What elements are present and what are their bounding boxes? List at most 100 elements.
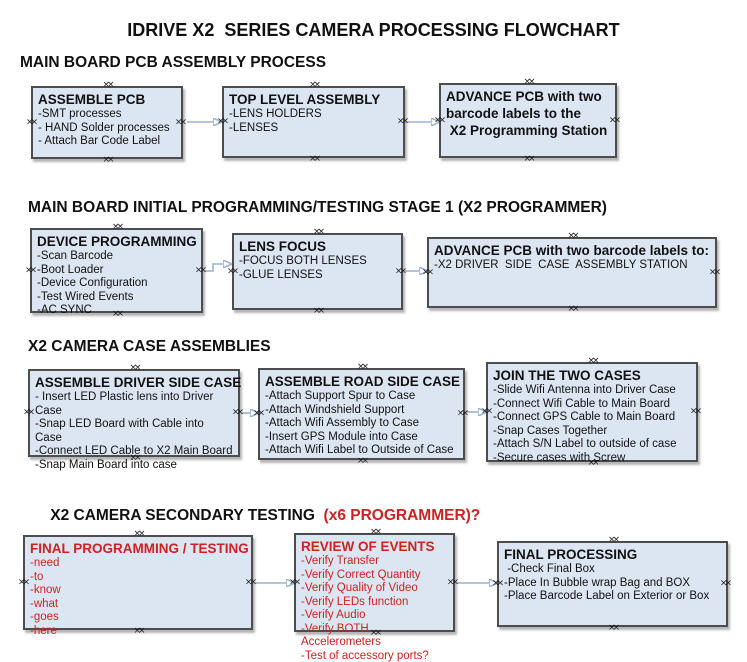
- box-title: ASSEMBLE ROAD SIDE CASE: [265, 374, 461, 389]
- box-title: REVIEW OF EVENTS: [301, 539, 435, 554]
- box-item: -Verify BOTH Accelerometers: [301, 622, 381, 649]
- box-item: -Snap LED Board with Cable into Case: [35, 418, 207, 444]
- box-item: barcode labels to the: [446, 106, 582, 121]
- connection-point-icon: [567, 305, 576, 314]
- box-item: -Boot Loader: [37, 263, 104, 276]
- box-items: - Insert LED Plastic lens into Driver Ca…: [35, 391, 233, 472]
- box-item: -X2 DRIVER SIDE CASE ASSEMBLY STATION: [434, 259, 688, 271]
- connector-arrow-3: [205, 264, 223, 272]
- box-item: -SMT processes: [38, 108, 122, 120]
- box-item: -Attach Support Spur to Case: [265, 390, 416, 402]
- connection-point-icon: [567, 232, 576, 241]
- box-title: TOP LEVEL ASSEMBLY: [229, 92, 381, 107]
- box-items: -Slide Wifi Antenna into Driver Case-Con…: [493, 384, 691, 465]
- connection-point-icon: [18, 578, 27, 587]
- connection-point-icon: [253, 410, 262, 419]
- box-item: -Verify Correct Quantity: [301, 568, 421, 581]
- box-item: -here: [30, 624, 57, 637]
- box-item: -Snap Main Board into case: [35, 458, 177, 471]
- flow-box-advance-pcb-programming-station: ADVANCE PCB with two barcode labels to t…: [439, 83, 617, 158]
- connection-point-icon: [608, 536, 617, 545]
- box-title: ASSEMBLE DRIVER SIDE CASE: [35, 375, 242, 390]
- section-heading-case-assemblies: X2 CAMERA CASE ASSEMBLIES: [28, 338, 271, 355]
- box-item: -Verify LEDs function: [301, 595, 409, 608]
- connection-point-icon: [245, 578, 254, 587]
- box-title: DEVICE PROGRAMMING: [37, 234, 197, 249]
- box-title: LENS FOCUS: [239, 239, 327, 254]
- connection-point-icon: [309, 81, 318, 90]
- connection-point-icon: [447, 578, 456, 587]
- flow-box-device-programming: DEVICE PROGRAMMING -Scan Barcode-Boot Lo…: [30, 228, 204, 316]
- box-item: -to: [30, 570, 44, 583]
- connection-point-icon: [25, 266, 34, 275]
- box-item: -know: [30, 584, 61, 596]
- connection-point-icon: [609, 116, 618, 125]
- box-item: -goes: [30, 611, 59, 623]
- box-item: - HAND Solder processes: [38, 121, 170, 134]
- box-item: -Check Final Box: [504, 563, 595, 575]
- connection-point-icon: [422, 268, 431, 277]
- box-item: -Scan Barcode: [37, 250, 114, 262]
- page-title: IDRIVE X2 SERIES CAMERA PROCESSING FLOWC…: [127, 20, 620, 40]
- box-item: -Test of accessory ports?: [301, 649, 429, 662]
- box-item: - Insert LED Plastic lens into Driver Ca…: [35, 391, 217, 417]
- box-item: -Connect Wifi Cable to Main Board: [493, 397, 671, 410]
- connection-point-icon: [102, 81, 111, 90]
- box-item: -Place In Bubble wrap Bag and BOX: [504, 576, 691, 589]
- connection-point-icon: [309, 155, 318, 164]
- connection-point-icon: [112, 223, 121, 232]
- box-title: ADVANCE PCB with two: [446, 89, 602, 104]
- connection-point-icon: [129, 364, 138, 373]
- box-items: -Check Final Box-Place In Bubble wrap Ba…: [504, 563, 721, 604]
- connection-point-icon: [227, 267, 236, 276]
- connection-point-icon: [357, 457, 366, 466]
- box-item: -Verify Transfer: [301, 555, 379, 567]
- box-items: -LENS HOLDERS-LENSES: [229, 108, 398, 135]
- section-heading-secondary-testing: X2 CAMERA SECONDARY TESTING (x6 PROGRAMM…: [33, 489, 480, 543]
- box-items: barcode labels to the X2 Programming Sta…: [446, 105, 610, 139]
- box-item: - Attach Bar Code Label: [38, 135, 161, 147]
- box-title: ADVANCE PCB with two barcode labels to:: [434, 243, 710, 258]
- box-items: -need-to-know-what-goes-here: [30, 557, 246, 638]
- connection-point-icon: [313, 228, 322, 237]
- connection-point-icon: [492, 580, 501, 589]
- box-items: -X2 DRIVER SIDE CASE ASSEMBLY STATION: [434, 259, 710, 273]
- box-title: FINAL PROCESSING: [504, 547, 638, 562]
- box-item: -Insert GPS Module into Case: [265, 430, 418, 443]
- box-item: -Attach Wifi Label to Outside of Case: [265, 444, 454, 456]
- box-item: -Connect LED Cable to X2 Main Board: [35, 445, 233, 457]
- box-item: X2 Programming Station: [446, 123, 608, 138]
- box-item: -Test Wired Events: [37, 290, 134, 303]
- box-item: -Verify Audio: [301, 609, 366, 621]
- heading-black-part: X2 CAMERA SECONDARY TESTING: [50, 507, 320, 524]
- box-items: -Attach Support Spur to Case-Attach Wind…: [265, 390, 458, 458]
- connection-point-icon: [709, 268, 718, 277]
- section-heading-pcb-assembly: MAIN BOARD PCB ASSEMBLY PROCESS: [20, 54, 327, 71]
- connection-point-icon: [481, 408, 490, 417]
- connection-point-icon: [357, 363, 366, 372]
- box-item: -need: [30, 557, 60, 569]
- box-item: -Attach S/N Label to outside of case: [493, 438, 677, 450]
- flow-box-top-level-assembly: TOP LEVEL ASSEMBLY -LENS HOLDERS-LENSES: [222, 86, 405, 158]
- box-item: -Snap Cases Together: [493, 424, 608, 437]
- section-heading-initial-programming: MAIN BOARD INITIAL PROGRAMMING/TESTING S…: [28, 199, 607, 216]
- connection-point-icon: [26, 118, 35, 127]
- box-item: -LENS HOLDERS: [229, 108, 322, 120]
- box-item: -Place Barcode Label on Exterior or Box: [504, 590, 710, 602]
- connection-point-icon: [217, 118, 226, 127]
- connection-point-icon: [195, 266, 204, 275]
- connection-point-icon: [523, 155, 532, 164]
- box-item: -Connect GPS Cable to Main Board: [493, 411, 676, 423]
- flow-box-assemble-pcb: ASSEMBLE PCB -SMT processes- HAND Solder…: [31, 86, 183, 159]
- box-item: -what: [30, 597, 59, 610]
- box-item: -Attach Windshield Support: [265, 403, 405, 416]
- box-item: -GLUE LENSES: [239, 268, 323, 281]
- connection-point-icon: [434, 116, 443, 125]
- box-item: -Verify Quality of Video: [301, 582, 418, 594]
- connection-point-icon: [608, 624, 617, 633]
- box-title: ASSEMBLE PCB: [38, 92, 146, 107]
- box-title: FINAL PROGRAMMING / TESTING: [30, 541, 249, 556]
- connection-point-icon: [23, 409, 32, 418]
- heading-red-part: (x6 PROGRAMMER)?: [319, 507, 481, 524]
